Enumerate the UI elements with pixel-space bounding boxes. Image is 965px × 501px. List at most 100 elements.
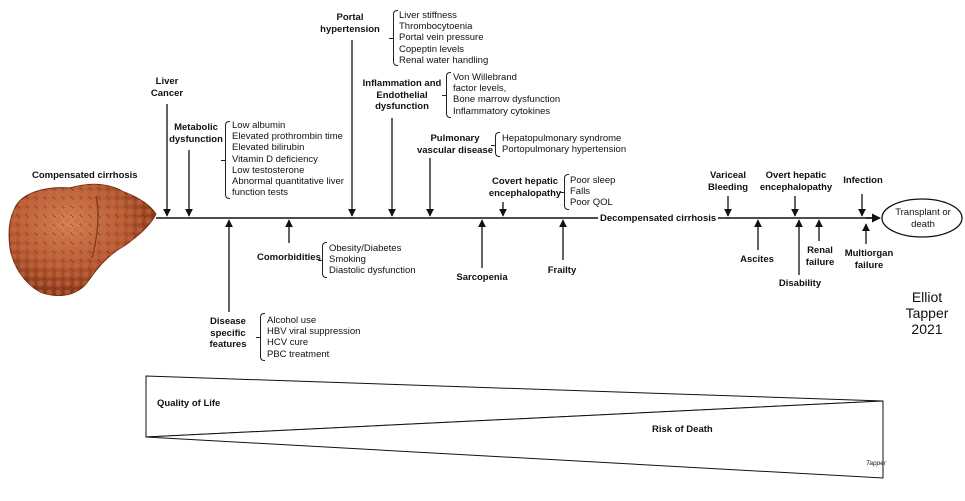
portal-list-item: Thrombocytoenia bbox=[399, 21, 473, 33]
end-node bbox=[881, 198, 963, 238]
disease-list-item: HCV cure bbox=[267, 337, 309, 349]
inflammation-list-item: Von Willebrand bbox=[453, 72, 517, 83]
portal-list-item: Portal vein pressure bbox=[399, 32, 484, 44]
quality-of-life-label: Quality of Life bbox=[157, 398, 221, 409]
comorbidities-label: Comorbidities bbox=[257, 252, 321, 263]
metabolic-list-item: function tests bbox=[232, 187, 288, 199]
metabolic-list-item: Vitamin D deficiency bbox=[232, 153, 318, 165]
metabolic-dysfunction-label-line-1: Metabolic bbox=[174, 122, 218, 133]
covert-list-item: Poor QOL bbox=[570, 197, 613, 209]
portal-brace bbox=[389, 10, 398, 66]
covert-list-item: Falls bbox=[570, 186, 591, 198]
frailty-label: Frailty bbox=[547, 265, 577, 276]
author-line1: Elliot bbox=[911, 289, 943, 305]
disease-list-item: HBV viral suppression bbox=[267, 326, 361, 338]
author-block: Elliot Tapper 2021 bbox=[900, 289, 954, 337]
inflammation-label-line-3: dysfunction bbox=[375, 101, 429, 112]
variceal-bleeding-label-line-2: Bleeding bbox=[707, 181, 749, 193]
disability-label: Disability bbox=[778, 278, 822, 289]
pulmonary-list-item: Hepatopulmonary syndrome bbox=[502, 133, 622, 144]
infection-label-line-1: Infection bbox=[843, 175, 883, 186]
variceal-bleeding-label-line-1: Variceal bbox=[710, 170, 746, 181]
pulmonary-vascular-label-line-1: Pulmonary bbox=[430, 133, 480, 144]
end-node-text: Transplant or death bbox=[884, 207, 962, 231]
risk-of-death-wedge bbox=[145, 400, 884, 479]
signature: Tapper bbox=[866, 460, 886, 467]
liver-cancer-label-line-1: Liver bbox=[155, 76, 179, 87]
disease-list-item: Alcohol use bbox=[267, 315, 317, 326]
portal-list-item: Liver stiffness bbox=[399, 10, 457, 21]
overt-he-label-line-2: encephalopathy bbox=[759, 181, 833, 193]
multiorgan-failure-label-line-1: Multiorgan bbox=[844, 248, 894, 259]
renal-failure-label-line-2: failure bbox=[805, 256, 835, 268]
liver-illustration bbox=[8, 183, 157, 297]
portal-list-item: Renal water handling bbox=[399, 54, 489, 66]
renal-failure-label-line-1: Renal bbox=[807, 245, 833, 256]
overt-he-label-line-1: Overt hepatic bbox=[765, 170, 827, 181]
portal-list-item: Copeptin levels bbox=[399, 43, 464, 55]
disease-specific-label-line-3: features bbox=[209, 339, 247, 350]
author-line3: 2021 bbox=[911, 321, 943, 337]
inflammation-list-item: factor levels, bbox=[453, 83, 507, 95]
disease-list-item: PBC treatment bbox=[267, 348, 330, 360]
covert-he-label-line-1: Covert hepatic bbox=[492, 176, 558, 187]
metabolic-list-item: Elevated bilirubin bbox=[232, 142, 305, 154]
inflammation-label-line-2: Endothelial bbox=[376, 89, 428, 101]
comorbidities-brace bbox=[318, 242, 327, 278]
multiorgan-failure-label-line-2: failure bbox=[854, 259, 884, 271]
metabolic-list-item: Low testosterone bbox=[232, 164, 305, 176]
covert-he-label-line-2: encephalopathy bbox=[488, 187, 562, 199]
disease-brace bbox=[256, 313, 265, 361]
end-node-line2: death bbox=[911, 219, 935, 230]
comorbidities-list-item: Smoking bbox=[329, 254, 366, 266]
start-label: Compensated cirrhosis bbox=[32, 170, 138, 181]
inflammation-label-line-1: Inflammation and bbox=[362, 78, 442, 89]
comorbidities-list-item: Diastolic dysfunction bbox=[329, 265, 416, 277]
portal-hypertension-label-line-1: Portal bbox=[336, 12, 364, 23]
inflammation-brace bbox=[442, 72, 451, 118]
infection-label: Infection bbox=[838, 175, 888, 187]
comorbidities-list-item: Obesity/Diabetes bbox=[329, 243, 402, 254]
metabolic-list-item: Elevated prothrombin time bbox=[232, 131, 343, 143]
covert-list-item: Poor sleep bbox=[570, 175, 616, 186]
liver-cancer-label-line-2: Cancer bbox=[150, 87, 184, 99]
portal-hypertension-label-line-2: hypertension bbox=[320, 23, 380, 35]
inflammation-list-item: Bone marrow dysfunction bbox=[453, 94, 561, 106]
covert-brace bbox=[560, 174, 569, 210]
sarcopenia-label: Sarcopenia bbox=[456, 272, 508, 283]
metabolic-list-item: Abnormal quantitative liver bbox=[232, 176, 344, 188]
pulmonary-brace bbox=[491, 132, 500, 157]
metabolic-brace bbox=[221, 121, 230, 199]
metabolic-list-item: Low albumin bbox=[232, 120, 286, 131]
disease-specific-label-line-2: specific bbox=[210, 327, 246, 339]
pulmonary-list-item: Portopulmonary hypertension bbox=[502, 144, 627, 156]
ascites-label: Ascites bbox=[740, 254, 774, 265]
author-line2: Tapper bbox=[905, 305, 949, 321]
pulmonary-vascular-label-line-2: vascular disease bbox=[416, 144, 494, 156]
risk-of-death-label: Risk of Death bbox=[652, 424, 713, 435]
end-node-line1: Transplant or bbox=[895, 207, 951, 218]
disease-specific-label-line-1: Disease bbox=[210, 316, 246, 327]
inflammation-list-item: Inflammatory cytokines bbox=[453, 105, 551, 117]
metabolic-dysfunction-label-line-2: dysfunction bbox=[169, 133, 223, 145]
